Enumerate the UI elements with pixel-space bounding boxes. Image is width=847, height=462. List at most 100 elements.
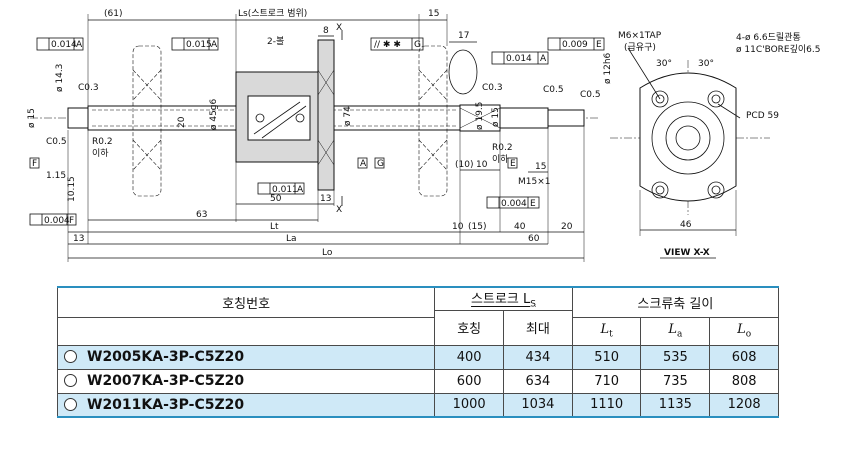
radius-r02-right-note: 이하 — [492, 154, 509, 165]
table-row: W2007KA-3P-C5Z20 600 634 710 735 808 — [56, 368, 779, 394]
part-number: W2007KA-3P-C5Z20 — [87, 373, 245, 389]
cell-lo: 808 — [709, 368, 779, 394]
chamfer-c05-right: C0.5 — [580, 90, 601, 100]
cell-max: 634 — [503, 368, 573, 394]
dim-60: 60 — [528, 234, 540, 244]
gdt-0011: 0.011 — [272, 185, 298, 195]
dim-10-15: 10.15 — [67, 176, 77, 202]
dim-d14-3: ø 14.3 — [55, 64, 65, 92]
label-two-ball: 2-볼 — [267, 36, 284, 47]
gdt-ref-a: A — [76, 40, 83, 50]
header-part-number: 호칭번호 — [56, 286, 436, 318]
label-tap: M6×1TAP — [618, 31, 662, 41]
right-phantom-support — [418, 45, 448, 197]
cell-lt: 510 — [571, 344, 642, 370]
header-lo: Lo — [709, 316, 779, 346]
cell-lt: 1110 — [571, 392, 642, 418]
dim-lo: Lo — [322, 248, 333, 258]
cell-nominal: 400 — [434, 344, 505, 370]
label-cbore: ø 11C'BORE깊이6.5 — [736, 43, 821, 55]
gdt-0009: 0.009 — [562, 40, 588, 50]
label-pcd: PCD 59 — [746, 111, 779, 121]
gdt-0014: 0.014 — [51, 40, 77, 50]
cell-lt: 710 — [571, 368, 642, 394]
left-phantom-support — [132, 45, 162, 197]
dim-lt: Lt — [270, 222, 279, 232]
dim-20: 20 — [561, 222, 573, 232]
chamfer-c05-left: C0.5 — [46, 137, 67, 147]
dim-13-left: 13 — [73, 234, 84, 244]
dim-d20: 20 — [177, 116, 187, 128]
dim-15-paren: (15) — [468, 222, 486, 232]
dim-46: 46 — [680, 220, 692, 230]
dim-10-paren: (10) — [455, 160, 473, 170]
cell-lo: 608 — [709, 344, 779, 370]
spec-table: 호칭번호 스트로크 LS 스크류축 길이 호칭 최대 Lt La Lo W200… — [56, 285, 780, 418]
dim-d12h6: ø 12h6 — [603, 52, 613, 84]
gdt-0004b: 0.004 — [501, 199, 527, 209]
label-holes: 4-ø 6.6드릴관통 — [736, 32, 801, 43]
table-row: W2005KA-3P-C5Z20 400 434 510 535 608 — [56, 344, 779, 370]
dim-40: 40 — [514, 222, 526, 232]
gdt-0004: 0.004 — [44, 216, 70, 226]
dim-d45g6: ø 45g6 — [209, 98, 219, 130]
thread-section — [499, 107, 549, 129]
select-radio[interactable] — [64, 350, 77, 363]
cell-la: 735 — [640, 368, 711, 394]
ball-screw-drawing: (61) Ls(스트로크 범위) 15 17 8 X X 2-볼 0.014 A… — [27, 8, 821, 262]
dim-50: 50 — [270, 194, 282, 204]
dim-10: 10 — [476, 160, 488, 170]
section-mark-bottom: X — [336, 205, 342, 215]
dim-d15: ø 15 — [27, 108, 37, 128]
dim-15-top: 15 — [428, 9, 439, 19]
dim-8: 8 — [323, 26, 329, 36]
ball-nut — [235, 39, 335, 191]
datum-f: F — [32, 159, 37, 169]
select-radio[interactable] — [64, 374, 77, 387]
cell-max: 1034 — [503, 392, 573, 418]
datum-e: E — [510, 159, 516, 169]
gdt-ref-a4: A — [297, 185, 304, 195]
chamfer-c03-right: C0.3 — [482, 83, 503, 93]
label-angle-2: 30° — [698, 59, 714, 69]
part-number: W2011KA-3P-C5Z20 — [87, 396, 245, 413]
label-angle-1: 30° — [656, 59, 672, 69]
chamfer-c05-mid: C0.5 — [543, 85, 564, 95]
header-stroke: 스트로크 LS — [434, 285, 573, 311]
radius-r02-left-note: 이하 — [92, 148, 109, 159]
cell-lo: 1208 — [709, 392, 779, 418]
dim-m15x1: M15×1 — [518, 177, 550, 187]
gdt-parallel: // ✱ ✱ — [374, 40, 401, 50]
radius-r02-right: R0.2 — [492, 143, 513, 153]
gdt-ref-g: G — [414, 40, 421, 50]
header-empty — [56, 317, 436, 346]
part-number: W2005KA-3P-C5Z20 — [87, 349, 245, 365]
dim-d15b: ø 15 — [491, 107, 501, 127]
header-max: 최대 — [503, 309, 573, 346]
section-mark-top: X — [336, 23, 342, 33]
dim-61: (61) — [104, 9, 122, 19]
label-tap-note: (급유구) — [624, 42, 656, 53]
dim-13: 13 — [320, 194, 331, 204]
shaft-end — [547, 109, 585, 127]
dim-la: La — [286, 234, 297, 244]
dim-d74: ø 74 — [343, 106, 353, 126]
dim-15-thread: 15 — [535, 162, 546, 172]
header-la: La — [640, 316, 711, 346]
gdt-ref-e: E — [596, 40, 602, 50]
dim-1-15: 1.15 — [46, 171, 66, 181]
dim-d19-5: ø 19.5 — [475, 102, 485, 130]
dim-63: 63 — [196, 210, 207, 220]
cell-la: 535 — [640, 344, 711, 370]
gdt-ref-a3: A — [540, 54, 547, 64]
select-radio[interactable] — [64, 397, 77, 411]
radius-r02-left: R0.2 — [92, 137, 113, 147]
gdt-ref-e2: E — [530, 199, 536, 209]
view-x-x-flange — [610, 47, 770, 259]
datum-g: G — [377, 159, 384, 169]
dim-17: 17 — [458, 31, 469, 41]
view-title: VIEW X-X — [664, 248, 710, 258]
table-row: W2011KA-3P-C5Z20 1000 1034 1110 1135 120… — [56, 392, 779, 418]
dim-stroke-range: Ls(스트로크 범위) — [238, 8, 307, 19]
gdt-0014b: 0.014 — [506, 54, 532, 64]
